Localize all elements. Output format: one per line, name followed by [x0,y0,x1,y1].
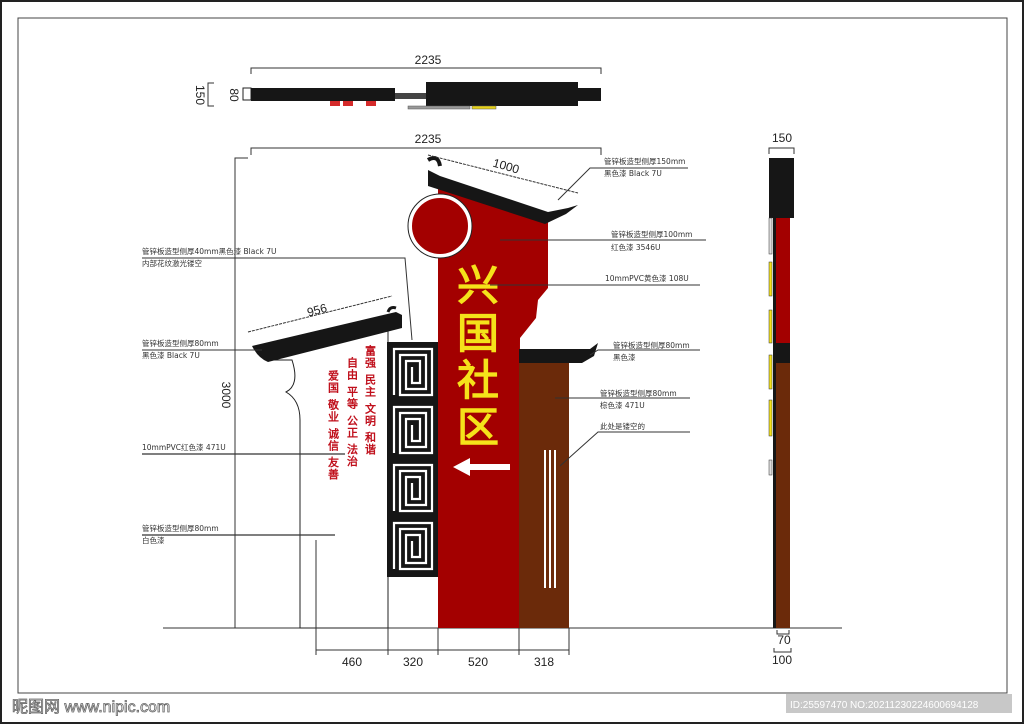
slogan-column-3: 爱国 敬业 诚信 友善 [327,370,341,481]
title-char-2: 国 [457,309,499,358]
annotation-text: 管锌板造型侧厚40mm黑色漆 Black 7U [142,246,276,256]
annotation-text: 管锌板造型侧厚80mm [142,523,219,533]
annotation-text: 内部花纹激光镂空 [142,258,202,268]
dim-320: 320 [403,655,423,669]
watermark-id-band [786,694,1012,713]
annotation-text: 10mmPVC黄色漆 108U [605,273,689,283]
right-annotations: 管锌板造型侧厚150mm 黑色漆 Black 7U 管锌板造型侧厚100mm 红… [490,156,706,467]
brown-column [519,343,598,628]
annotation-text: 棕色漆 471U [600,400,645,410]
slogan-column-2: 自由 平等 公正 法治 [346,356,360,468]
annotation-text: 10mmPVC红色漆 471U [142,442,226,452]
left-wall: 956 富强 民主 文明 和谐 自由 平等 公正 法治 爱国 敬业 诚信 友善 [247,295,402,629]
side-outer-dim: 100 [772,653,792,667]
annotation-text: 管锌板造型侧厚80mm [142,338,219,348]
side-top-dim: 150 [772,131,792,145]
annotation-text: 管锌板造型侧厚80mm [600,388,677,398]
elevation-width-dim: 2235 [415,132,442,146]
annotation-text: 管锌板造型侧厚100mm [611,229,692,239]
dim-318: 318 [534,655,554,669]
lattice-panel [387,342,439,577]
watermark-site: 昵图网 www.nipic.com [12,699,170,716]
watermark-id: ID:25597470 NO:20211230224600694128 [790,700,979,711]
plan-bar-dim: 80 [227,88,241,102]
annotation-text: 管锌板造型侧厚80mm [613,340,690,350]
bottom-dimensions: 460 320 520 318 [315,540,570,669]
annotation-text: 此处是镂空的 [600,421,645,431]
left-annotations: 管锌板造型侧厚40mm黑色漆 Black 7U 内部花纹激光镂空 管锌板造型侧厚… [142,246,413,545]
slogan-column-1: 富强 民主 文明 和谐 [364,344,377,456]
annotation-text: 黑色漆 [613,352,636,362]
plan-depth-dim: 150 [193,85,207,105]
annotation-text: 白色漆 [142,535,165,545]
annotation-text: 黑色漆 Black 7U [142,350,200,360]
arrow-left-icon [453,458,510,476]
title-char-3: 社 [457,356,499,405]
side-view: 150 70 100 [768,131,795,667]
dim-520: 520 [468,655,488,669]
title-char-4: 区 [457,403,499,452]
main-roof-dim: 1000 [491,156,521,177]
annotation-text: 管锌板造型侧厚150mm [604,156,685,166]
plan-width-dim: 2235 [415,53,442,67]
annotation-text: 红色漆 3546U [611,242,660,252]
main-column: 1000 兴 国 社 区 [407,154,579,628]
plan-view: 2235 150 80 [193,53,602,110]
drawing-frame [17,17,1008,694]
annotation-text: 黑色漆 Black 7U [604,168,662,178]
left-roof-dim: 956 [305,301,328,320]
elevation-height-dim: 3000 [219,382,233,409]
side-inner-dim: 70 [777,633,791,647]
dim-460: 460 [342,655,362,669]
